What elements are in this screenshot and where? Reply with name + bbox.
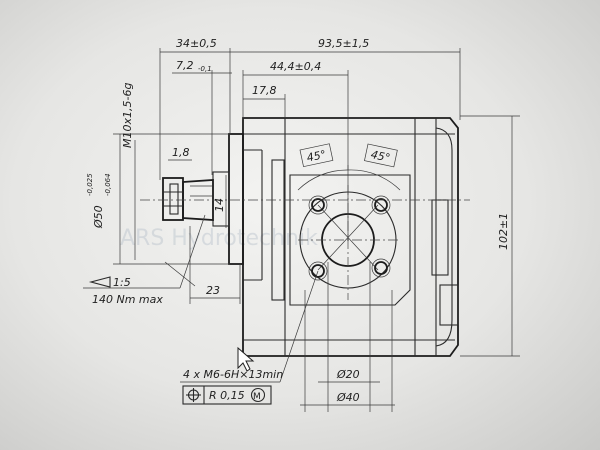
- bolt-hole-top-left-thread: [308, 195, 328, 215]
- dim-20: Ø20: [336, 368, 360, 381]
- fcf-tolerance: R 0,15: [209, 389, 245, 402]
- holes-leader: [279, 270, 319, 383]
- drive-shaft: [140, 171, 470, 227]
- arrow-cursor-icon: [237, 346, 255, 372]
- bolt-holes: [308, 195, 391, 281]
- nut-washer: [169, 183, 179, 215]
- dim-7-tolerance: -0,1: [198, 65, 212, 73]
- dim-40: Ø40: [336, 391, 360, 404]
- port-face: [289, 174, 411, 306]
- dim-23: 23: [206, 284, 220, 297]
- rear-cover-curve: [435, 127, 453, 347]
- angle-right-text: 45°: [370, 148, 392, 165]
- fcf-modifier: M: [253, 392, 261, 402]
- fcf-modifier-circle: [250, 387, 266, 403]
- bolt-hole-top-right: [374, 198, 388, 212]
- pump-body: [228, 117, 459, 357]
- rear-boss: [431, 199, 449, 276]
- angle-arc-right: [347, 169, 401, 191]
- taper-icon: [88, 276, 111, 288]
- shaft-nut: [162, 177, 184, 221]
- rear-nub: [439, 284, 459, 326]
- position-tolerance-icon: [186, 388, 201, 402]
- dim-thread: M10x1,5-6g: [121, 83, 134, 148]
- bolt-hole-bottom-right-thread: [371, 258, 391, 278]
- angle-label-left: 45°: [299, 143, 334, 168]
- feature-control-frame: R 0,15 M: [182, 385, 272, 405]
- dim-17: 17,8: [252, 84, 277, 97]
- dim-93: 93,5±1,5: [318, 37, 369, 50]
- torque-leader: [179, 214, 206, 289]
- taper-ratio: 1:5: [113, 276, 131, 289]
- dimension-lines: [83, 48, 520, 412]
- taper-leader: [164, 261, 196, 287]
- dim-18: 1,8: [172, 146, 190, 159]
- dim-34: 34±0,5: [176, 37, 217, 50]
- bolt-hole-top-left: [311, 198, 325, 212]
- dim-102: 102±1: [497, 213, 510, 250]
- dim-50: Ø50: [92, 205, 105, 229]
- dim-50-tol-upper: -0,025: [86, 173, 94, 196]
- bolt-hole-bottom-right: [374, 261, 388, 275]
- side-rib: [271, 159, 285, 301]
- dim-14: 14: [213, 198, 226, 212]
- dim-44: 44,4±0,4: [270, 60, 321, 73]
- bolt-hole-top-right-thread: [371, 195, 391, 215]
- bolt-hole-bottom-left: [311, 264, 325, 278]
- angle-arc-left: [297, 169, 349, 191]
- holes-note: 4 x M6-6H×13min: [183, 368, 283, 381]
- dim-50-tol-lower: -0,064: [104, 173, 112, 196]
- bolt-hole-bottom-left-thread: [308, 261, 328, 281]
- watermark-text: ARS Hydrotechnik: [120, 226, 318, 251]
- fcf-box: [182, 385, 272, 405]
- angle-left-text: 45°: [306, 148, 328, 165]
- dim-7: 7,2: [176, 59, 194, 72]
- angle-label-right: 45°: [364, 143, 398, 168]
- torque-note: 140 Nm max: [92, 293, 163, 306]
